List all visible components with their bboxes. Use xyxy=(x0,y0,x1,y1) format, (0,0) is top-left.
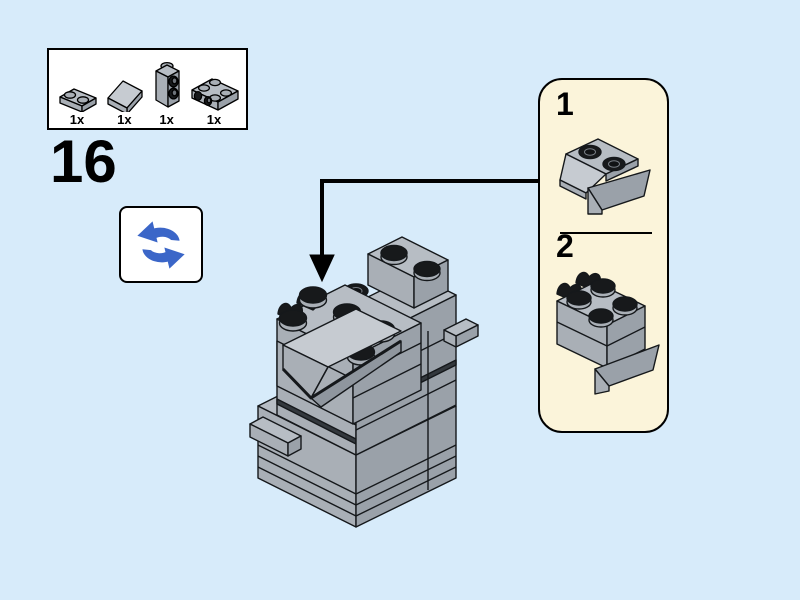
substep-1-figure xyxy=(558,138,651,215)
part-count: 1x xyxy=(206,112,222,127)
lego-model xyxy=(249,236,479,528)
parts-inventory-box: 1x 1x xyxy=(47,48,248,130)
part-plate-1x2: 1x xyxy=(55,54,99,126)
subassembly-callout: 1 2 xyxy=(538,78,669,433)
brick-1x1-side-studs-icon xyxy=(155,61,180,108)
bracket-2x2-icon xyxy=(191,78,239,111)
substep-2-figure xyxy=(555,271,660,395)
slope-1x2-icon xyxy=(107,80,143,112)
step-number: 16 xyxy=(50,128,117,195)
rotate-model-symbol xyxy=(119,206,203,283)
part-count: 1x xyxy=(69,112,85,127)
part-slope-1x2: 1x xyxy=(103,54,145,126)
plate-1x2-icon xyxy=(59,88,97,112)
part-count: 1x xyxy=(117,112,132,127)
substep-2-label: 2 xyxy=(556,228,574,264)
substep-divider xyxy=(560,232,652,234)
placement-arrow xyxy=(309,179,538,283)
part-brick-1x1-side-studs: 1x xyxy=(150,54,184,126)
part-bracket-2x2: 1x xyxy=(188,54,240,126)
part-count: 1x xyxy=(159,112,174,127)
substep-1-label: 1 xyxy=(556,86,574,122)
rotate-icon xyxy=(137,220,185,269)
